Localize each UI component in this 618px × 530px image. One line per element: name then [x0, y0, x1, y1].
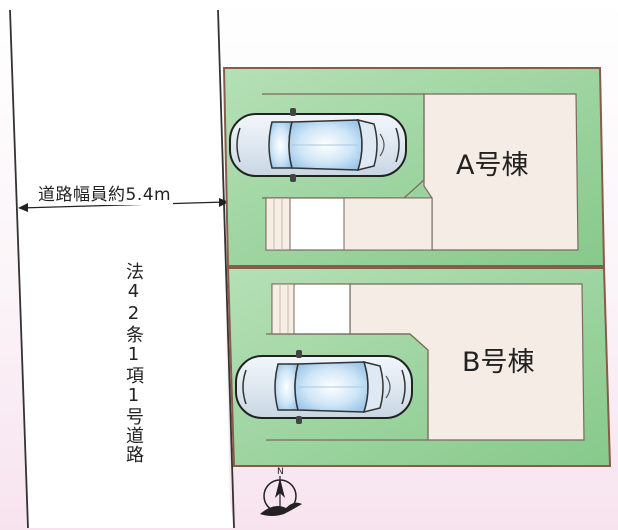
road-edge-left: [9, 9, 29, 529]
svg-text:N: N: [277, 467, 284, 477]
road-width-dimension: [18, 198, 229, 212]
unit-a-label: A号棟: [456, 150, 529, 181]
car-b: [235, 349, 413, 425]
lot-b: [226, 267, 612, 467]
road: [9, 9, 235, 529]
lot-a: [222, 67, 606, 267]
unit-b-porch: [271, 283, 351, 335]
north-arrow-icon: N: [260, 467, 302, 516]
road-edge-right: [217, 9, 235, 529]
car-a: [229, 107, 407, 183]
road-type-label: 法42条1項1号道路: [123, 262, 144, 464]
road-width-label: 道路幅員約5.4m: [36, 180, 174, 205]
unit-b-label: B号棟: [462, 347, 535, 378]
unit-a-porch: [265, 197, 433, 251]
